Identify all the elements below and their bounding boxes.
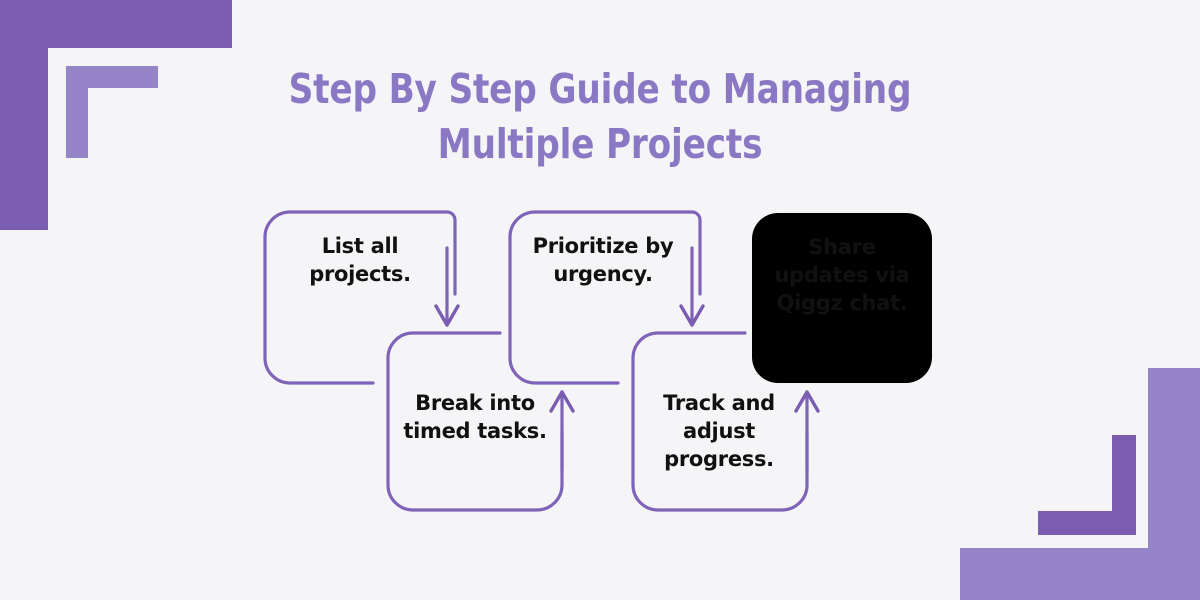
page-title: Step By Step Guide to Managing Multiple … (265, 62, 935, 171)
connector-step-4-to-5-arrowhead (794, 390, 820, 413)
step-box-4-label-line-3: progress. (664, 446, 774, 471)
step-box-3-right-edge (690, 210, 702, 296)
connector-step-1-to-2-arrowhead (434, 304, 460, 327)
step-box-4-label-line-1: Track and (663, 391, 775, 415)
page-title-line-1: Step By Step Guide to Managing (288, 65, 912, 113)
step-box-3-outline (508, 210, 694, 385)
step-box-1-label-line-2: projects. (309, 261, 411, 286)
step-box-2-label-line-2: timed tasks. (403, 418, 547, 443)
step-box-1-right-edge (445, 210, 457, 296)
step-box-5-label-line-1: Share (808, 235, 876, 259)
step-box-5-label: Share updates via Qiggz chat. (752, 234, 932, 318)
step-box-5-outline (752, 213, 932, 383)
step-box-4-label-line-2: adjust (682, 418, 756, 443)
step-box-3-label-line-2: urgency. (553, 261, 653, 286)
step-box-2-label: Break into timed tasks. (385, 390, 565, 446)
step-box-2-label-line-1: Break into (415, 391, 535, 415)
step-box-2-outline (386, 331, 564, 512)
step-box-3-label: Prioritize by urgency. (508, 233, 698, 289)
step-box-1-label-line-1: List all (321, 234, 399, 258)
connector-step-2-to-3-arrowhead (549, 390, 575, 413)
step-box-4-outline (631, 331, 809, 512)
step-box-4-label: Track and adjust progress. (630, 390, 808, 474)
step-box-1-outline (263, 210, 449, 385)
step-box-5-label-line-2: updates via (774, 262, 910, 287)
step-box-1-label: List all projects. (265, 233, 455, 289)
connector-step-3-to-4-arrowhead (679, 304, 705, 327)
page-title-line-2: Multiple Projects (437, 119, 763, 168)
step-box-3-label-line-1: Prioritize by (532, 234, 674, 258)
step-box-5-label-line-3: Qiggz chat. (776, 290, 908, 315)
